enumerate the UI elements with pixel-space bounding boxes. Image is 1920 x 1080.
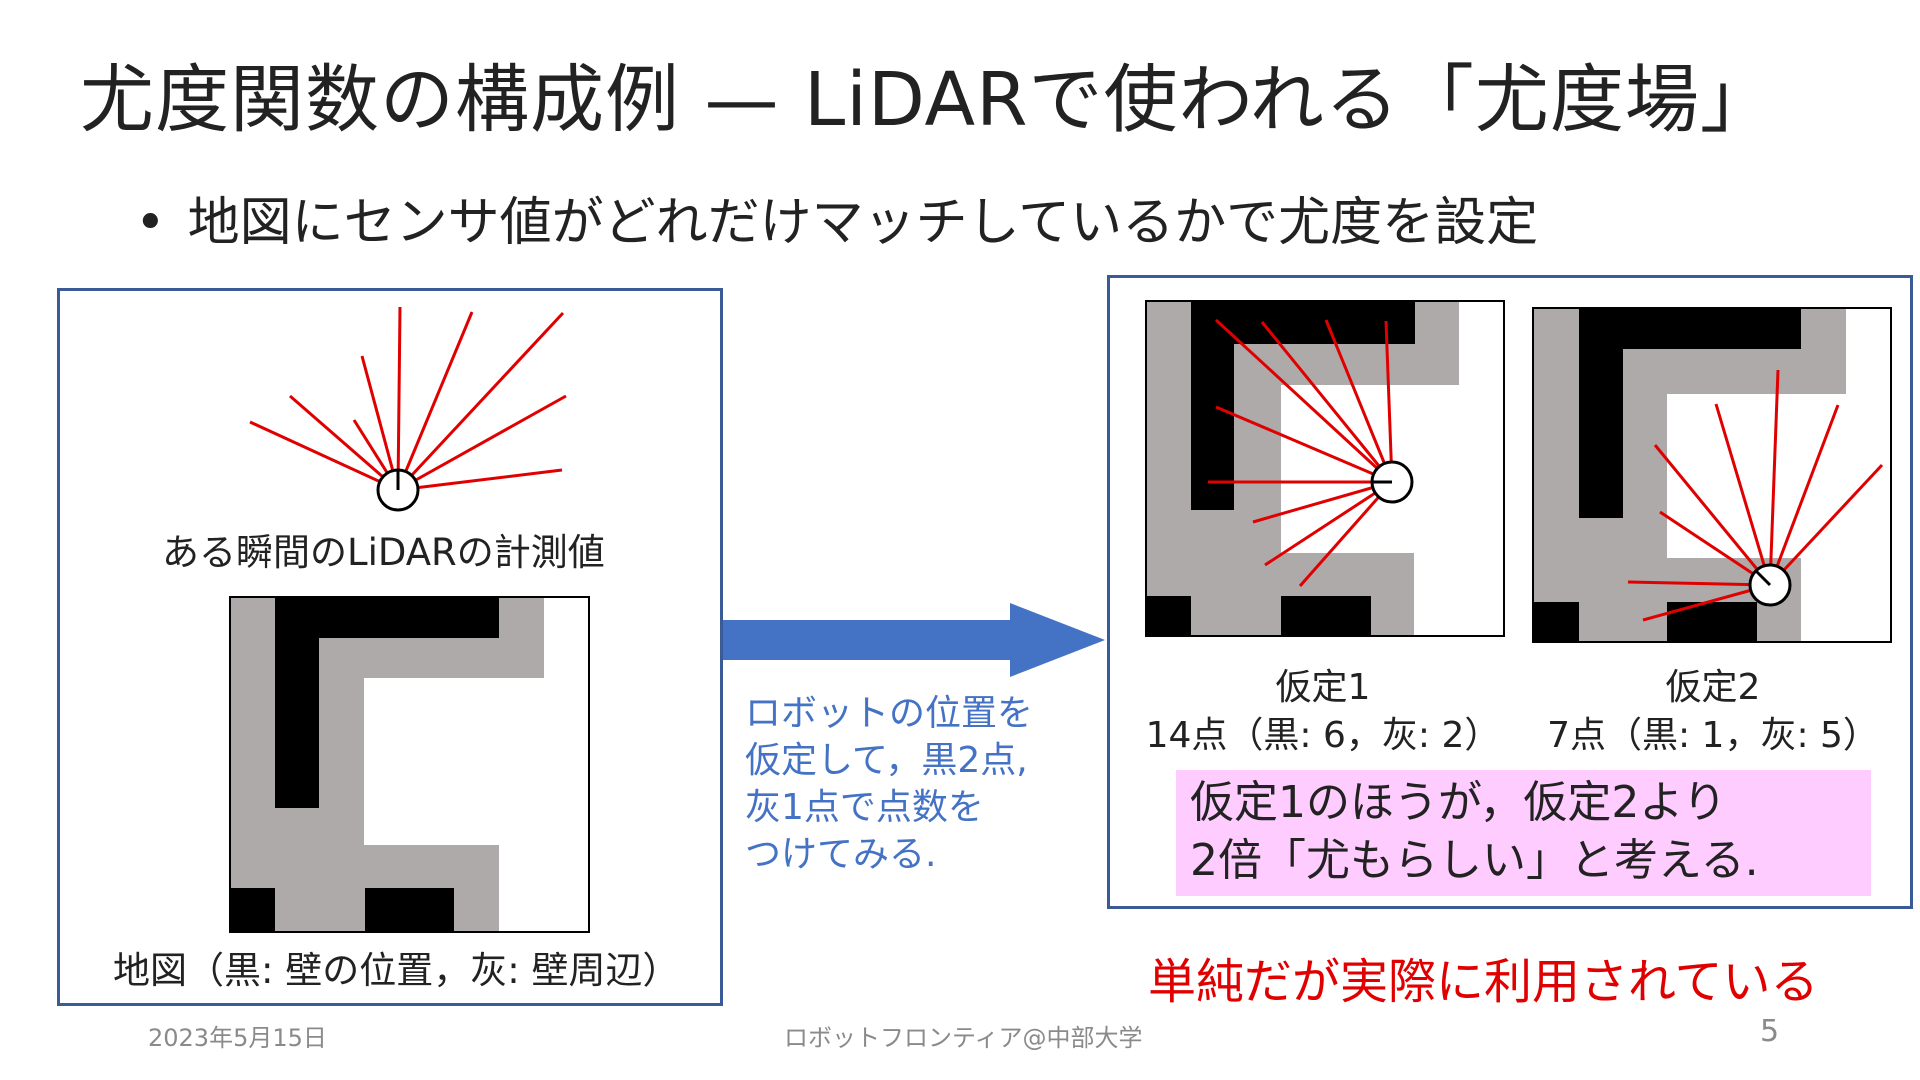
- arrow-note-line: 仮定して，黒2点,: [745, 740, 1028, 781]
- occupancy-map: [229, 596, 590, 933]
- lidar-ray: [396, 306, 402, 491]
- lidar-rays: [249, 306, 567, 492]
- bullet-marker: •: [135, 193, 166, 253]
- wall-block: [275, 598, 319, 808]
- wall-block: [1147, 596, 1191, 635]
- lidar-ray: [1214, 318, 1394, 484]
- arrow-note-line: つけてみる.: [745, 834, 937, 875]
- lidar-ray: [1768, 463, 1884, 587]
- lidar-ray: [1384, 320, 1394, 483]
- hypothesis-2-map: [1532, 307, 1892, 643]
- hypothesis-2-label: 仮定2: [1665, 667, 1761, 708]
- lidar-ray: [249, 420, 399, 492]
- lidar-ray: [396, 311, 565, 492]
- hypothesis-1-rays: [1208, 318, 1394, 587]
- arrow-note-line: 灰1点で点数を: [745, 787, 984, 828]
- lidar-ray: [1264, 480, 1393, 567]
- hypothesis-1-score: 14点（黒: 6，灰: 2）: [1145, 715, 1501, 756]
- lidar-ray: [1627, 580, 1771, 587]
- arrow-note-line: ロボットの位置を: [745, 693, 1034, 734]
- lidar-ray: [1642, 583, 1771, 622]
- lidar-ray: [1298, 481, 1394, 587]
- page-number: 5: [1760, 1014, 1780, 1049]
- lidar-ray: [397, 468, 563, 492]
- slide-title: 尤度関数の構成例 — LiDARで使われる「尤度場」: [80, 57, 1775, 143]
- wall-block: [1534, 602, 1579, 641]
- lidar-ray: [397, 394, 567, 492]
- hypothesis-1-label: 仮定1: [1275, 667, 1371, 708]
- footer-event: ロボットフロンティア@中部大学: [784, 1024, 1143, 1052]
- lidar-ray: [360, 355, 400, 491]
- left-panel-frame: [57, 288, 723, 1006]
- lidar-ray: [1252, 480, 1393, 524]
- lidar-ray: [396, 311, 474, 491]
- conclusion-line: 仮定1のほうが，仮定2より: [1190, 777, 1727, 828]
- conclusion-box: 仮定1のほうが，仮定2より 2倍「尤もらしい」と考える.: [1176, 770, 1871, 896]
- remark-text: 単純だが実際に利用されている: [1148, 954, 1819, 1010]
- bullet-point: • 地図にセンサ値がどれだけマッチしているかで尤度を設定: [135, 180, 1538, 255]
- hypothesis-2-score: 7点（黒: 1，灰: 5）: [1547, 715, 1879, 756]
- lidar-ray: [1768, 404, 1840, 586]
- lidar-caption: ある瞬間のLiDARの計測値: [162, 531, 605, 574]
- conclusion-line: 2倍「尤もらしい」と考える.: [1190, 835, 1759, 886]
- arrow-note: ロボットの位置を 仮定して，黒2点, 灰1点で点数を つけてみる.: [745, 690, 1075, 878]
- lidar-ray: [1659, 510, 1771, 587]
- wall-block: [1281, 596, 1371, 635]
- lidar-ray: [289, 394, 399, 492]
- lidar-ray: [1260, 321, 1394, 483]
- wall-block: [365, 888, 454, 931]
- map-caption: 地図（黒: 壁の位置，灰: 壁周辺）: [113, 949, 680, 992]
- right-panel-frame: [1107, 275, 1913, 909]
- lidar-ray: [1215, 405, 1393, 484]
- lidar-ray: [1714, 403, 1772, 586]
- lidar-ray: [1324, 319, 1394, 483]
- lidar-ray: [1653, 444, 1772, 586]
- wall-block: [231, 888, 275, 931]
- bullet-text: 地図にセンサ値がどれだけマッチしているかで尤度を設定: [187, 193, 1539, 253]
- wall-block: [1579, 309, 1623, 518]
- wall-block: [1191, 302, 1234, 510]
- robot-heading: [1754, 569, 1772, 587]
- footer-date: 2023年5月15日: [148, 1024, 327, 1052]
- lidar-ray: [1768, 369, 1780, 586]
- hypothesis-2-rays: [1627, 369, 1884, 622]
- right-arrow: [723, 603, 1105, 677]
